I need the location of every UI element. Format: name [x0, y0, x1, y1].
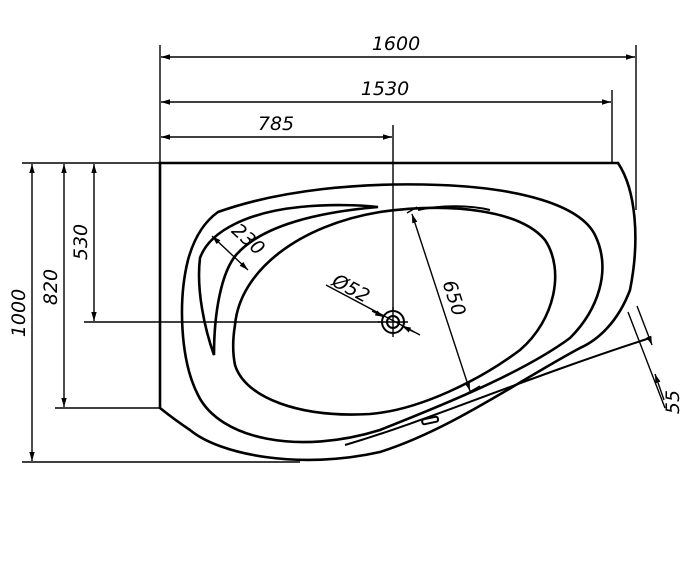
front-rim-edge: [344, 337, 651, 446]
basin-lip: [417, 205, 491, 211]
label-650: 650: [438, 278, 470, 319]
label-1600: 1600: [372, 33, 420, 55]
dimension-785: 785: [161, 113, 392, 140]
dimension-530: 530: [70, 164, 97, 321]
extension-lines: [22, 45, 637, 463]
dimension-1600: 1600: [161, 33, 635, 60]
outer-shell: [158, 161, 637, 462]
armrest: [197, 203, 379, 356]
dimension-650: 650: [406, 206, 481, 395]
overflow-slot: [421, 415, 440, 426]
drain: [378, 307, 408, 337]
label-530: 530: [70, 224, 92, 260]
bathtub-outline: [158, 161, 651, 462]
dimension-230: 230: [211, 219, 269, 271]
label-1000: 1000: [8, 289, 30, 337]
dimension-1530: 1530: [161, 78, 611, 105]
label-drain-diameter: Ø52: [327, 269, 373, 307]
label-785: 785: [258, 113, 294, 135]
dimension-drain-diameter: Ø52: [325, 269, 421, 336]
dimension-55: 55: [627, 305, 684, 414]
dimension-1000: 1000: [8, 164, 35, 461]
dimension-820: 820: [40, 164, 67, 407]
label-55: 55: [662, 390, 684, 414]
inner-basin: [231, 206, 557, 416]
label-820: 820: [40, 269, 62, 305]
label-1530: 1530: [361, 78, 409, 100]
rim-curve: [180, 183, 604, 444]
